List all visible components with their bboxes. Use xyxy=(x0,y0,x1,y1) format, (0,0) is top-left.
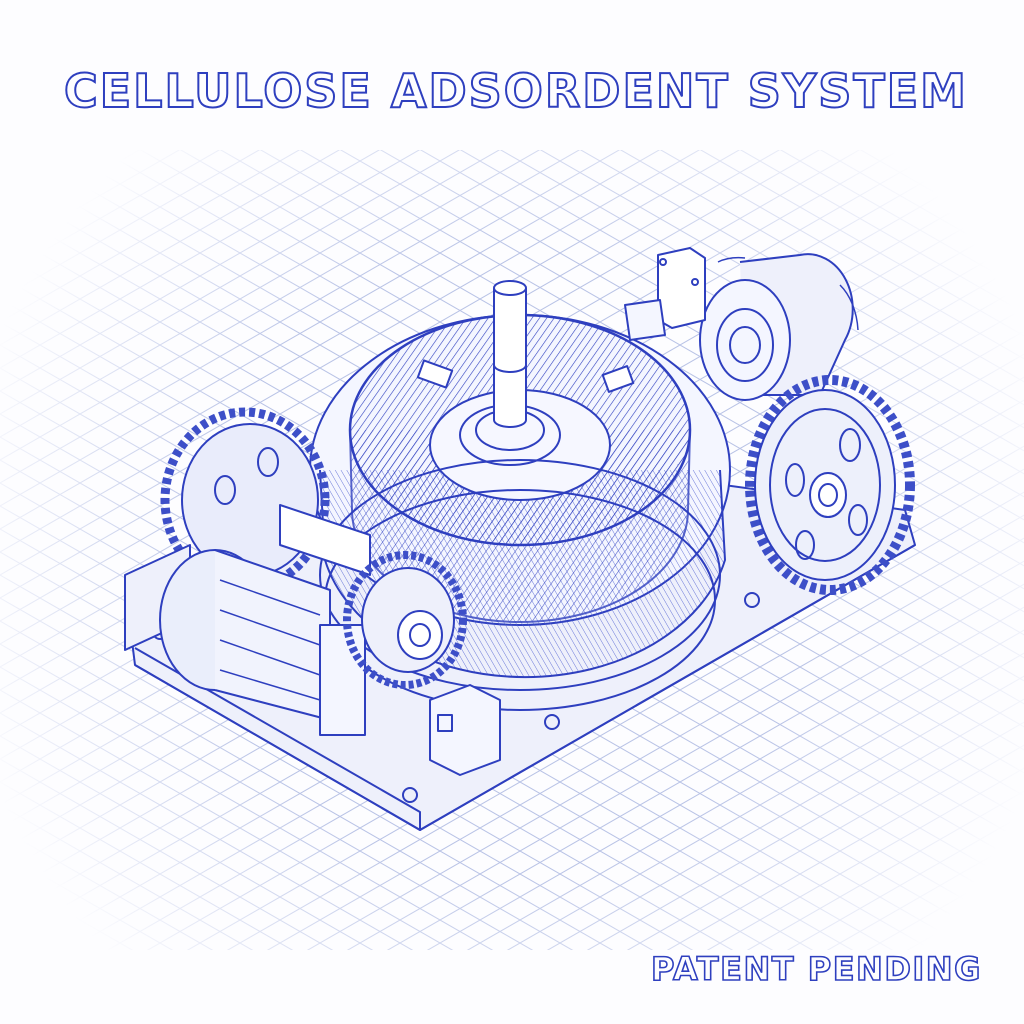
left-small-gear xyxy=(343,551,467,689)
central-cellulose-drum xyxy=(309,313,731,711)
patent-pending-label: PATENT PENDING xyxy=(650,949,982,989)
top-mounting-bracket xyxy=(624,247,706,341)
diagram-title: CELLULOSE ADSORDENT SYSTEM xyxy=(63,63,968,119)
connector-block xyxy=(429,684,501,776)
vertical-drive-shaft xyxy=(493,280,527,428)
right-cylindrical-motor xyxy=(699,253,859,401)
right-large-gear xyxy=(745,375,915,595)
left-electric-motor xyxy=(124,504,371,736)
